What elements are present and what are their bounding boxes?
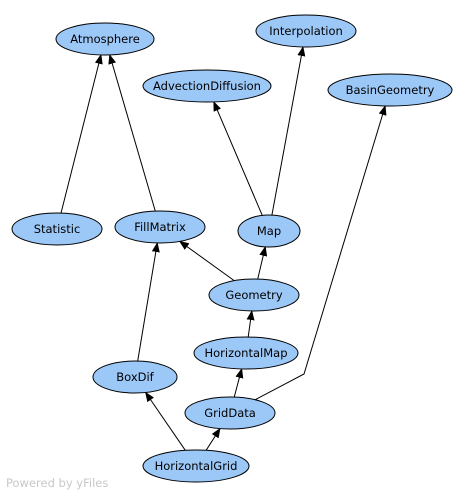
edge-line (137, 242, 160, 362)
node-label: GridData (204, 406, 256, 420)
node-label: AdvectionDiffusion (153, 79, 261, 93)
node-label: Map (257, 224, 281, 238)
edge-griddata-to-basingeometry (254, 105, 387, 401)
node-boxdif[interactable]: BoxDif (92, 360, 178, 394)
node-griddata[interactable]: GridData (184, 396, 276, 430)
node-shape[interactable] (92, 360, 178, 394)
node-shape[interactable] (114, 210, 206, 244)
edge-griddata-to-horizontalmap (233, 367, 244, 398)
node-horizontalmap[interactable]: HorizontalMap (193, 336, 299, 370)
node-shape[interactable] (184, 396, 276, 430)
yfiles-watermark: Powered by yFiles (6, 476, 109, 490)
edge-boxdif-to-fillmatrix (137, 242, 160, 362)
nodes-layer: Atmosphere InterpolationAdvectionDiffusio… (11, 14, 453, 483)
node-label: BasinGeometry (346, 83, 435, 97)
node-label: Statistic (34, 222, 81, 236)
node-label: FillMatrix (134, 220, 186, 234)
edge-line (254, 105, 387, 401)
edge-line (246, 310, 255, 338)
node-basingeometry[interactable]: BasinGeometry (327, 73, 453, 107)
edge-line (60, 53, 103, 214)
node-label: HorizontalGrid (155, 459, 238, 473)
edge-line (271, 46, 306, 216)
node-label: Geometry (225, 288, 283, 302)
edge-line (257, 245, 268, 280)
node-shape[interactable] (55, 22, 155, 56)
edge-line (205, 427, 221, 451)
node-shape[interactable] (142, 69, 272, 103)
node-label: HorizontalMap (205, 346, 288, 360)
node-statistic[interactable]: Statistic (11, 212, 103, 246)
node-shape[interactable] (208, 278, 300, 312)
node-fillmatrix[interactable]: FillMatrix (114, 210, 206, 244)
edge-geometry-to-fillmatrix (178, 240, 235, 282)
node-shape[interactable] (237, 214, 301, 248)
edge-map-to-advectiondiffusion (213, 100, 263, 216)
node-map[interactable]: Map (237, 214, 301, 248)
node-label: BoxDif (116, 370, 154, 384)
edge-line (178, 240, 235, 282)
node-interpolation[interactable]: Interpolation (255, 14, 357, 48)
edge-statistic-to-atmosphere (60, 53, 103, 214)
edge-line (233, 367, 244, 398)
edge-fillmatrix-to-atmosphere (108, 53, 156, 212)
edge-map-to-interpolation (271, 46, 306, 216)
edge-horizontalmap-to-geometry (246, 310, 255, 338)
edge-line (145, 391, 186, 451)
edge-line (108, 53, 156, 212)
edge-geometry-to-map (257, 245, 268, 280)
edge-horizontalgrid-to-griddata (205, 427, 221, 451)
node-atmosphere[interactable]: Atmosphere (55, 22, 155, 56)
edge-horizontalgrid-to-boxdif (145, 391, 186, 451)
node-shape[interactable] (11, 212, 103, 246)
edge-line (213, 100, 263, 216)
node-label: Atmosphere (70, 32, 140, 46)
node-advectiondiffusion[interactable]: AdvectionDiffusion (142, 69, 272, 103)
node-shape[interactable] (255, 14, 357, 48)
node-label: Interpolation (269, 24, 343, 38)
node-shape[interactable] (193, 336, 299, 370)
node-geometry[interactable]: Geometry (208, 278, 300, 312)
node-shape[interactable] (327, 73, 453, 107)
edges-layer (60, 46, 387, 451)
node-shape[interactable] (142, 449, 250, 483)
node-horizontalgrid[interactable]: HorizontalGrid (142, 449, 250, 483)
